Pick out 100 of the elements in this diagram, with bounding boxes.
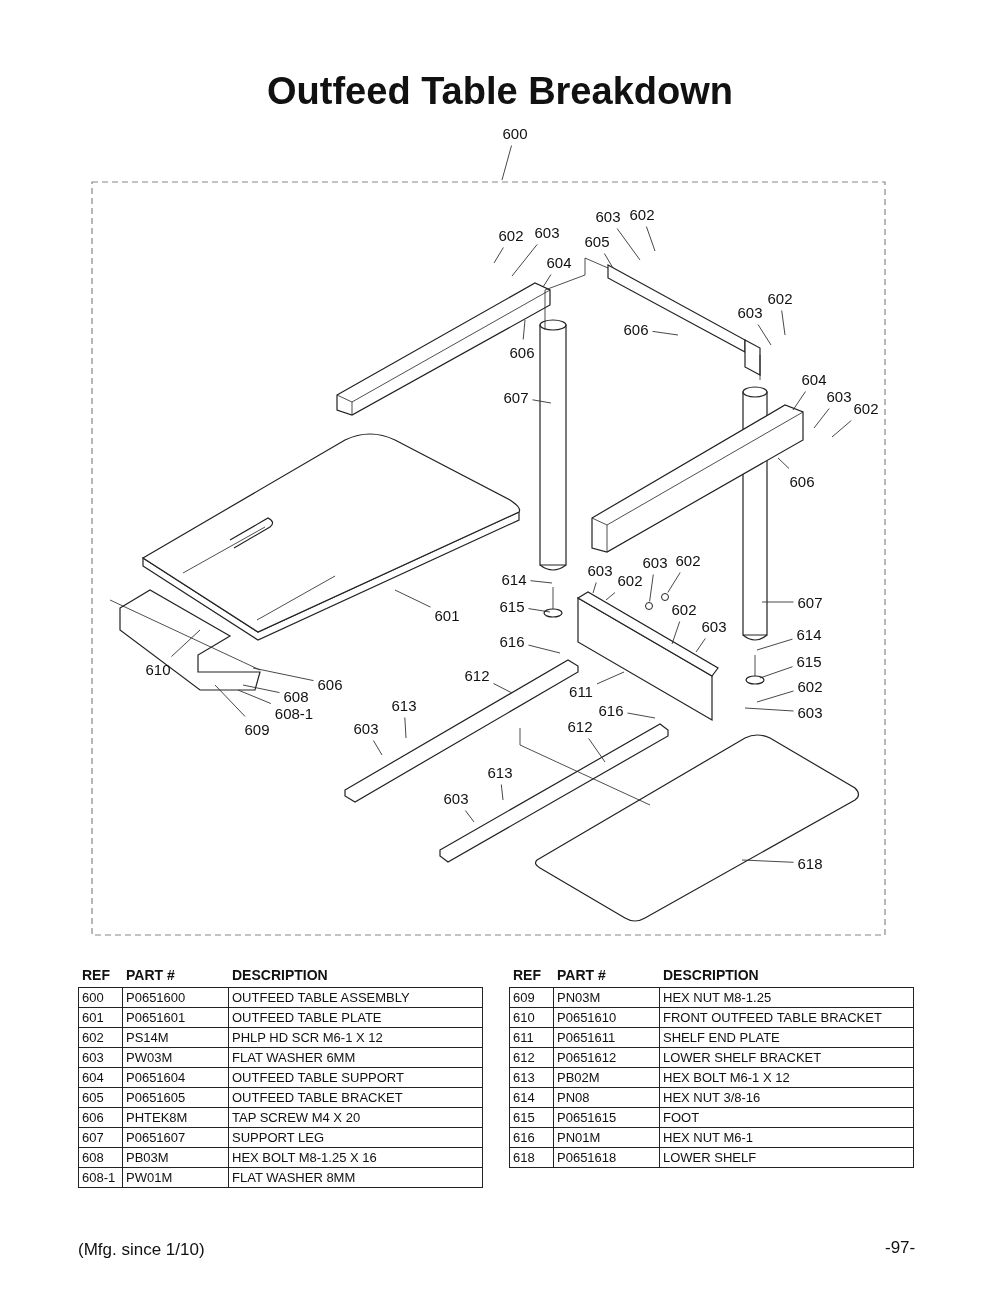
callout-number: 603 <box>797 703 823 721</box>
callout-number: 607 <box>503 388 529 406</box>
washer-drawing <box>645 602 653 610</box>
page-number: -97- <box>885 1238 916 1258</box>
leader-line <box>500 784 504 801</box>
callout-number: 604 <box>801 370 827 388</box>
callout-number: 603 <box>353 719 379 737</box>
leader-line <box>741 859 794 863</box>
leader-line <box>493 247 504 264</box>
callout-number: 606 <box>317 675 343 693</box>
leader-line <box>394 589 431 608</box>
callout-number: 606 <box>623 320 649 338</box>
callout-number: 603 <box>737 303 763 321</box>
leader-line <box>532 399 552 404</box>
callout-number: 603 <box>595 207 621 225</box>
leader-line <box>695 638 706 653</box>
callout-number: 610 <box>145 660 171 678</box>
callout-number: 616 <box>499 632 525 650</box>
callout-number: 604 <box>546 253 572 271</box>
page-title: Outfeed Table Breakdown <box>266 70 734 113</box>
callout-number: 606 <box>789 472 815 490</box>
leader-line <box>511 244 538 277</box>
column-header: PART # <box>557 966 606 984</box>
leader-line <box>596 671 625 685</box>
table-cell: 609 <box>509 987 554 1008</box>
callout-number: 605 <box>584 232 610 250</box>
leader-line <box>214 684 246 717</box>
leader-line <box>522 319 526 340</box>
washer-drawing <box>661 593 669 601</box>
leader-line <box>792 391 806 411</box>
callout-number: 602 <box>767 289 793 307</box>
leader-line <box>237 689 272 704</box>
callout-number: 602 <box>671 600 697 618</box>
callout-number: 600 <box>502 124 528 142</box>
leader-line <box>831 420 852 438</box>
callout-number: 613 <box>391 696 417 714</box>
leader-line <box>759 666 793 679</box>
callout-number: 615 <box>499 597 525 615</box>
leader-line <box>528 608 551 613</box>
leader-line <box>542 274 552 288</box>
leader-line <box>588 738 606 763</box>
leader-line <box>756 690 794 703</box>
leader-line <box>603 253 614 269</box>
callout-number: 603 <box>826 387 852 405</box>
leader-line <box>781 310 786 336</box>
callout-number: 612 <box>567 717 593 735</box>
callout-number: 616 <box>598 701 624 719</box>
leader-line <box>744 707 794 712</box>
callout-number: 603 <box>701 617 727 635</box>
table-cell: HEX NUT M8-1.25 <box>659 987 914 1008</box>
leader-line <box>667 572 681 593</box>
table-cell: 618 <box>509 1147 554 1168</box>
leader-line <box>372 740 383 756</box>
callout-number: 602 <box>617 571 643 589</box>
leader-line <box>605 592 616 601</box>
leader-line <box>592 582 597 594</box>
leader-line <box>813 408 830 429</box>
callout-number: 603 <box>443 789 469 807</box>
callout-number: 615 <box>796 652 822 670</box>
callout-number: 606 <box>509 343 535 361</box>
callout-number: 603 <box>642 553 668 571</box>
callout-number: 602 <box>498 226 524 244</box>
leader-line <box>761 601 794 603</box>
table-cell: 608-1 <box>78 1167 123 1188</box>
manufacture-note: (Mfg. since 1/10) <box>78 1240 205 1260</box>
table-cell: LOWER SHELF <box>659 1147 914 1168</box>
callout-number: 602 <box>675 551 701 569</box>
callout-number: 618 <box>797 854 823 872</box>
leader-line <box>530 580 553 584</box>
leader-line <box>671 621 681 645</box>
table-cell: OUTFEED TABLE ASSEMBLY <box>228 987 483 1008</box>
callout-number: 614 <box>501 570 527 588</box>
column-header: REF <box>82 966 110 984</box>
leader-line <box>645 226 656 252</box>
callout-number: 607 <box>797 593 823 611</box>
leader-line <box>252 667 314 682</box>
leader-line <box>464 810 475 823</box>
callout-number: 603 <box>534 223 560 241</box>
callout-number: 611 <box>569 682 593 700</box>
leader-line <box>616 228 641 261</box>
column-header: REF <box>513 966 541 984</box>
callout-number: 603 <box>587 561 613 579</box>
leader-line <box>777 457 790 469</box>
table-cell: 600 <box>78 987 123 1008</box>
leader-line <box>649 574 654 602</box>
leader-line <box>528 644 561 654</box>
leader-line <box>757 324 772 346</box>
leader-line <box>501 145 512 181</box>
callout-number: 608-1 <box>274 704 314 722</box>
leader-line <box>493 683 513 694</box>
leader-line <box>171 629 201 657</box>
callout-number: 609 <box>244 720 270 738</box>
callout-number: 602 <box>629 205 655 223</box>
callout-number: 614 <box>796 625 822 643</box>
callout-number: 602 <box>797 677 823 695</box>
callout-number: 608 <box>283 687 309 705</box>
callout-number: 602 <box>853 399 879 417</box>
table-cell: FLAT WASHER 8MM <box>228 1167 483 1188</box>
callout-number: 601 <box>434 606 460 624</box>
leader-line <box>627 712 656 719</box>
